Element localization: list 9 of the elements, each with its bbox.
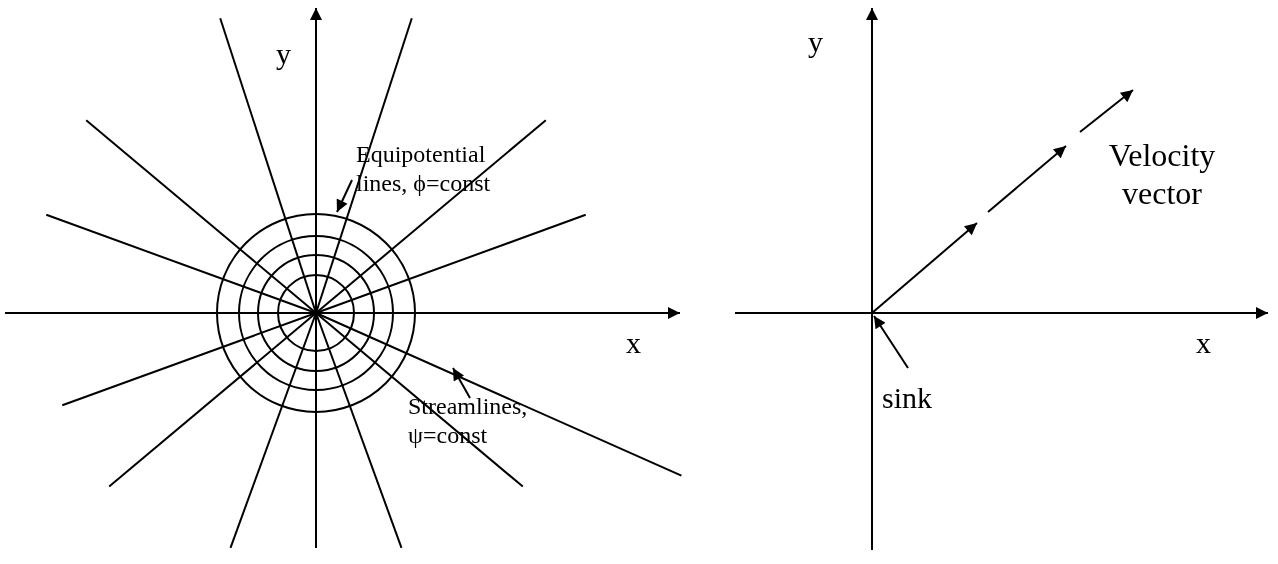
leader-line [873,315,909,369]
axis-label: x [626,325,641,361]
callout-text: sink [882,380,952,416]
annotation-text: Velocity vector [1107,136,1217,213]
axis-label: y [808,24,823,60]
axis-label: y [276,36,291,72]
leader-line [336,179,353,213]
axis-label: x [1196,325,1211,361]
leader-line [452,367,471,399]
